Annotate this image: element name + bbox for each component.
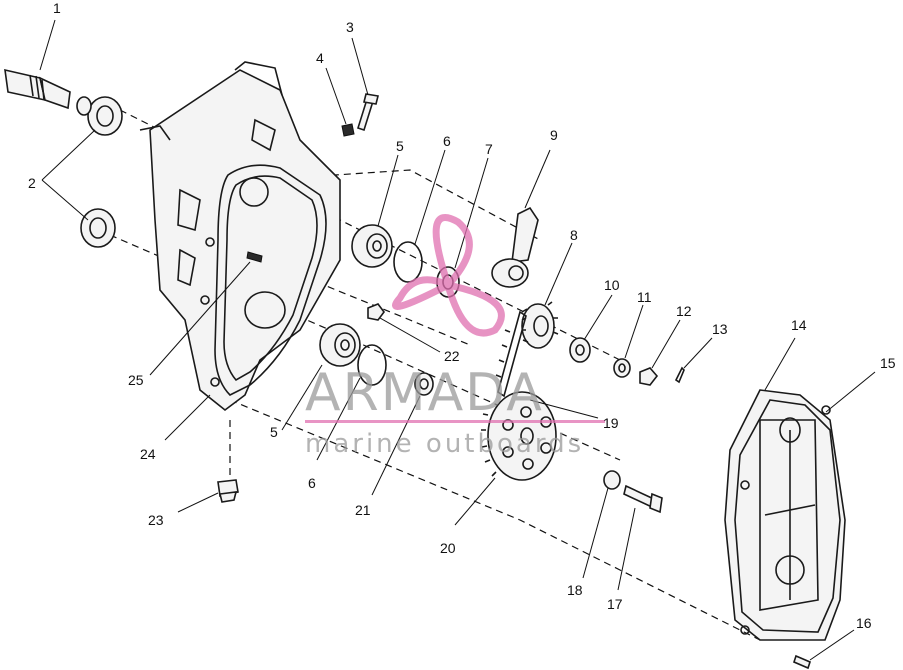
- callout-7: 7: [485, 141, 493, 157]
- part-seal-upper: [76, 96, 123, 136]
- part-drain-plug: [217, 479, 239, 503]
- callout-numbers: 1 2 3 4 5 6 7 9 8 10 11 12 13 14 15 16 1…: [28, 0, 896, 631]
- callout-17: 17: [607, 596, 623, 612]
- part-shaft: [4, 68, 71, 110]
- part-nut-22: [367, 303, 385, 321]
- part-washer-10: [569, 337, 591, 363]
- part-bearing-upper: [351, 224, 393, 268]
- part-bolt-4: [341, 123, 355, 137]
- callout-20: 20: [440, 540, 456, 556]
- watermark-subtitle: marine outboards: [305, 429, 584, 459]
- callout-6-upper: 6: [443, 133, 451, 149]
- callout-23: 23: [148, 512, 164, 528]
- part-dowel-pin: [246, 251, 263, 263]
- part-upper-sprocket: [521, 301, 559, 349]
- callout-11: 11: [637, 289, 652, 305]
- leader-lines: [39, 19, 876, 661]
- callout-4: 4: [316, 50, 324, 66]
- callout-2: 2: [28, 175, 36, 191]
- part-snap-ring-lower: [357, 344, 387, 386]
- callout-1: 1: [53, 0, 61, 16]
- callout-10: 10: [604, 277, 620, 293]
- part-nut-12: [639, 367, 659, 386]
- part-stud-3: [357, 93, 379, 132]
- part-screw-16: [793, 654, 811, 670]
- part-bolt-17: [623, 484, 663, 514]
- callout-22: 22: [444, 348, 460, 364]
- callout-19: 19: [603, 415, 619, 431]
- callout-6-lower: 6: [308, 475, 316, 491]
- callout-5-upper: 5: [396, 138, 404, 154]
- watermark-underline: [305, 420, 605, 423]
- callout-25: 25: [128, 372, 144, 388]
- callout-16: 16: [856, 615, 872, 631]
- callout-9: 9: [550, 127, 558, 143]
- callout-8: 8: [570, 227, 578, 243]
- callout-12: 12: [676, 303, 692, 319]
- part-washer-11: [613, 358, 631, 378]
- part-bearing-lower: [319, 323, 361, 367]
- callout-5-lower: 5: [270, 424, 278, 440]
- part-chain: [495, 310, 527, 398]
- callout-24: 24: [140, 446, 156, 462]
- callout-21: 21: [355, 502, 371, 518]
- callout-18: 18: [567, 582, 583, 598]
- callout-14: 14: [791, 317, 807, 333]
- callout-3: 3: [346, 19, 354, 35]
- part-lower-sprocket: [481, 391, 557, 481]
- part-snap-ring-upper: [393, 241, 423, 283]
- part-washer-18: [603, 470, 621, 490]
- part-seal-lower: [80, 208, 116, 248]
- propeller-logo-icon: [392, 214, 505, 337]
- part-washer-21: [414, 372, 434, 396]
- part-chaincase-cover: [724, 389, 846, 641]
- part-cotter-pin-13: [674, 366, 685, 384]
- callout-13: 13: [712, 321, 728, 337]
- callout-15: 15: [880, 355, 896, 371]
- watermark: ARMADA marine outboards: [305, 214, 605, 459]
- watermark-title: ARMADA: [305, 363, 544, 423]
- part-chaincase-housing: [139, 61, 341, 412]
- part-tensioner-arm: [491, 206, 539, 288]
